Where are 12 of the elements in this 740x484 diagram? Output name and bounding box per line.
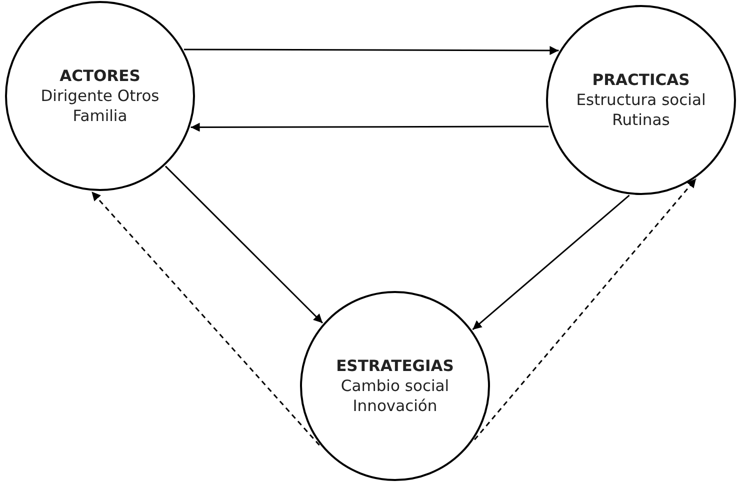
arrow	[472, 194, 630, 330]
dashed-arrow	[91, 191, 320, 446]
node-heading: PRACTICAS	[591, 70, 691, 90]
dashed-arrow	[474, 178, 697, 440]
node-text: Cambio social Innovación	[340, 376, 450, 416]
node-heading: ACTORES	[58, 66, 142, 86]
arrow	[190, 122, 549, 132]
node-heading: ESTRATEGIAS	[335, 356, 455, 376]
node-text: Dirigente Otros Familia	[40, 86, 160, 126]
arrow	[164, 166, 324, 324]
node-text: Estructura social Rutinas	[575, 90, 707, 130]
arrow	[184, 46, 559, 56]
